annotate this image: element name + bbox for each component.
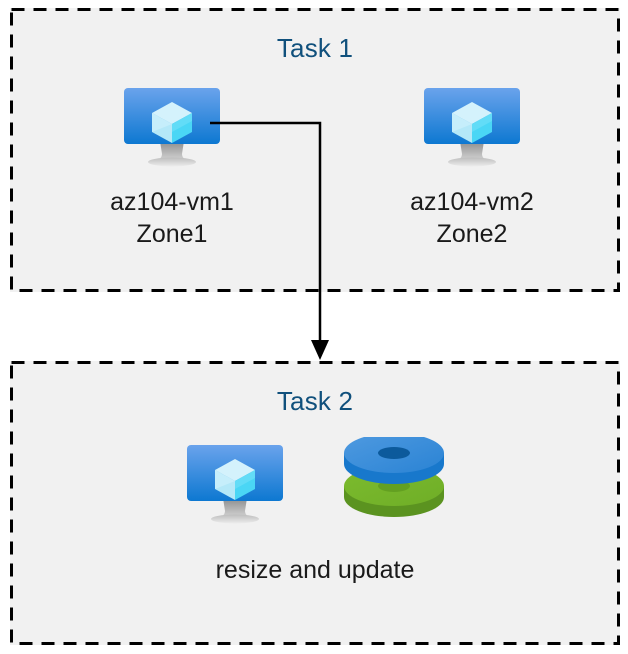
node-az104-vm2[interactable]: az104-vm2 Zone2 bbox=[366, 80, 578, 250]
connector-arrowhead-icon bbox=[311, 340, 329, 360]
virtual-machine-icon[interactable] bbox=[183, 437, 287, 529]
node-label-az104-vm2: az104-vm2 Zone2 bbox=[410, 188, 534, 248]
node-label-az104-vm1: az104-vm1 Zone1 bbox=[110, 188, 234, 248]
task2-container: Task 2 bbox=[10, 361, 620, 645]
managed-disks-icon[interactable] bbox=[341, 437, 447, 529]
node-az104-vm1[interactable]: az104-vm1 Zone1 bbox=[66, 80, 278, 250]
task2-caption: resize and update bbox=[215, 556, 415, 584]
task1-title: Task 1 bbox=[276, 33, 354, 63]
virtual-machine-icon bbox=[124, 88, 220, 167]
task1-container: Task 1 bbox=[10, 8, 620, 292]
virtual-machine-icon bbox=[424, 88, 520, 167]
task2-title: Task 2 bbox=[276, 386, 354, 416]
task2-icon-row bbox=[10, 437, 620, 529]
